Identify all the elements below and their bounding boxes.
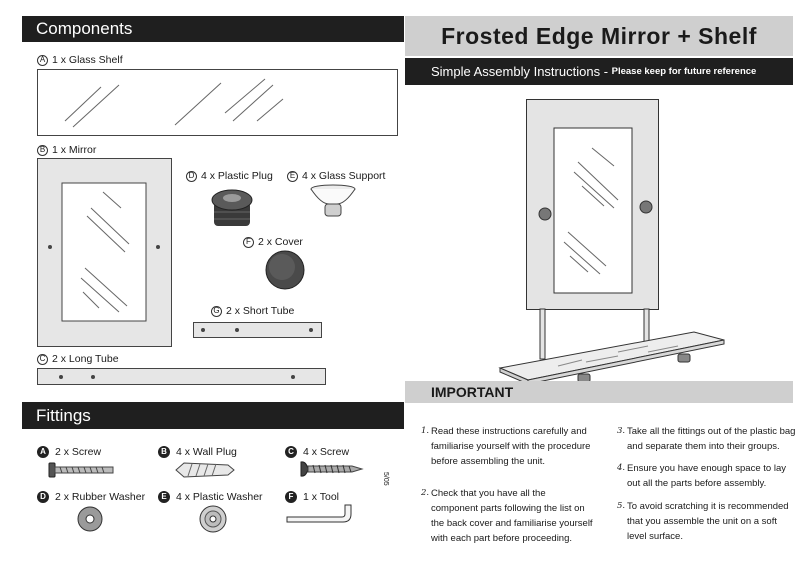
screw-c-drawing	[300, 461, 364, 477]
mirror-label: B 1 x Mirror	[37, 144, 96, 156]
subtitle-separator: -	[600, 64, 612, 79]
instruction-step-3: 3. Take all the fittings out of the plas…	[617, 426, 796, 452]
instruction-step-1: 1. Read these instructions carefully and…	[421, 426, 591, 467]
cover-label: F 2 x Cover	[243, 236, 303, 248]
fittings-header: Fittings	[22, 402, 404, 429]
important-banner: IMPORTANT	[405, 381, 793, 403]
fitting-plastic-washer-label: E 4 x Plastic Washer	[158, 491, 263, 503]
glass-support-drawing	[310, 184, 356, 217]
fitting-rubber-washer-label: D 2 x Rubber Washer	[37, 491, 145, 503]
fitting-wall-plug-label: B 4 x Wall Plug	[158, 446, 237, 458]
instruction-step-2: 2. Check that you have all the component…	[421, 488, 593, 544]
fittings-header-text: Fittings	[36, 405, 91, 425]
fitting-screw-a-label: A 2 x Screw	[37, 446, 101, 458]
components-header: Components	[22, 16, 404, 42]
short-tube-drawing	[193, 322, 322, 338]
screw-a-drawing	[48, 462, 114, 478]
glass-shelf-drawing	[37, 69, 398, 136]
plastic-plug-label: D 4 x Plastic Plug	[186, 170, 273, 182]
wall-plug-drawing	[175, 462, 235, 478]
fitting-tool-label: F 1 x Tool	[285, 491, 339, 503]
long-tube-label: C 2 x Long Tube	[37, 353, 119, 365]
instruction-step-4: 4. Ensure you have enough space to lay o…	[617, 463, 786, 489]
title-banner: Frosted Edge Mirror + Shelf	[405, 16, 793, 56]
components-header-text: Components	[36, 19, 133, 38]
page-code: 5/05	[382, 472, 389, 486]
subtitle-banner: Simple Assembly Instructions - Please ke…	[405, 58, 793, 85]
allen-key-tool-drawing	[286, 504, 352, 523]
important-header: IMPORTANT	[431, 384, 514, 400]
subtitle-text: Simple Assembly Instructions	[431, 64, 601, 79]
fitting-screw-c-label: C 4 x Screw	[285, 446, 349, 458]
cover-drawing	[265, 250, 305, 290]
plastic-washer-drawing	[199, 505, 227, 533]
glass-support-label: E 4 x Glass Support	[287, 170, 385, 182]
mirror-part-drawing	[37, 158, 172, 347]
plastic-plug-drawing	[211, 189, 253, 226]
instruction-step-5: 5. To avoid scratching it is recommended…	[617, 501, 789, 542]
glass-shelf-label: A 1 x Glass Shelf	[37, 54, 123, 66]
short-tube-label: G 2 x Short Tube	[211, 305, 294, 317]
long-tube-drawing	[37, 368, 326, 385]
assembled-mirror-illustration	[498, 99, 725, 385]
rubber-washer-drawing	[77, 506, 103, 532]
product-title: Frosted Edge Mirror + Shelf	[441, 22, 757, 49]
subtitle-note: Please keep for future reference	[611, 66, 757, 77]
